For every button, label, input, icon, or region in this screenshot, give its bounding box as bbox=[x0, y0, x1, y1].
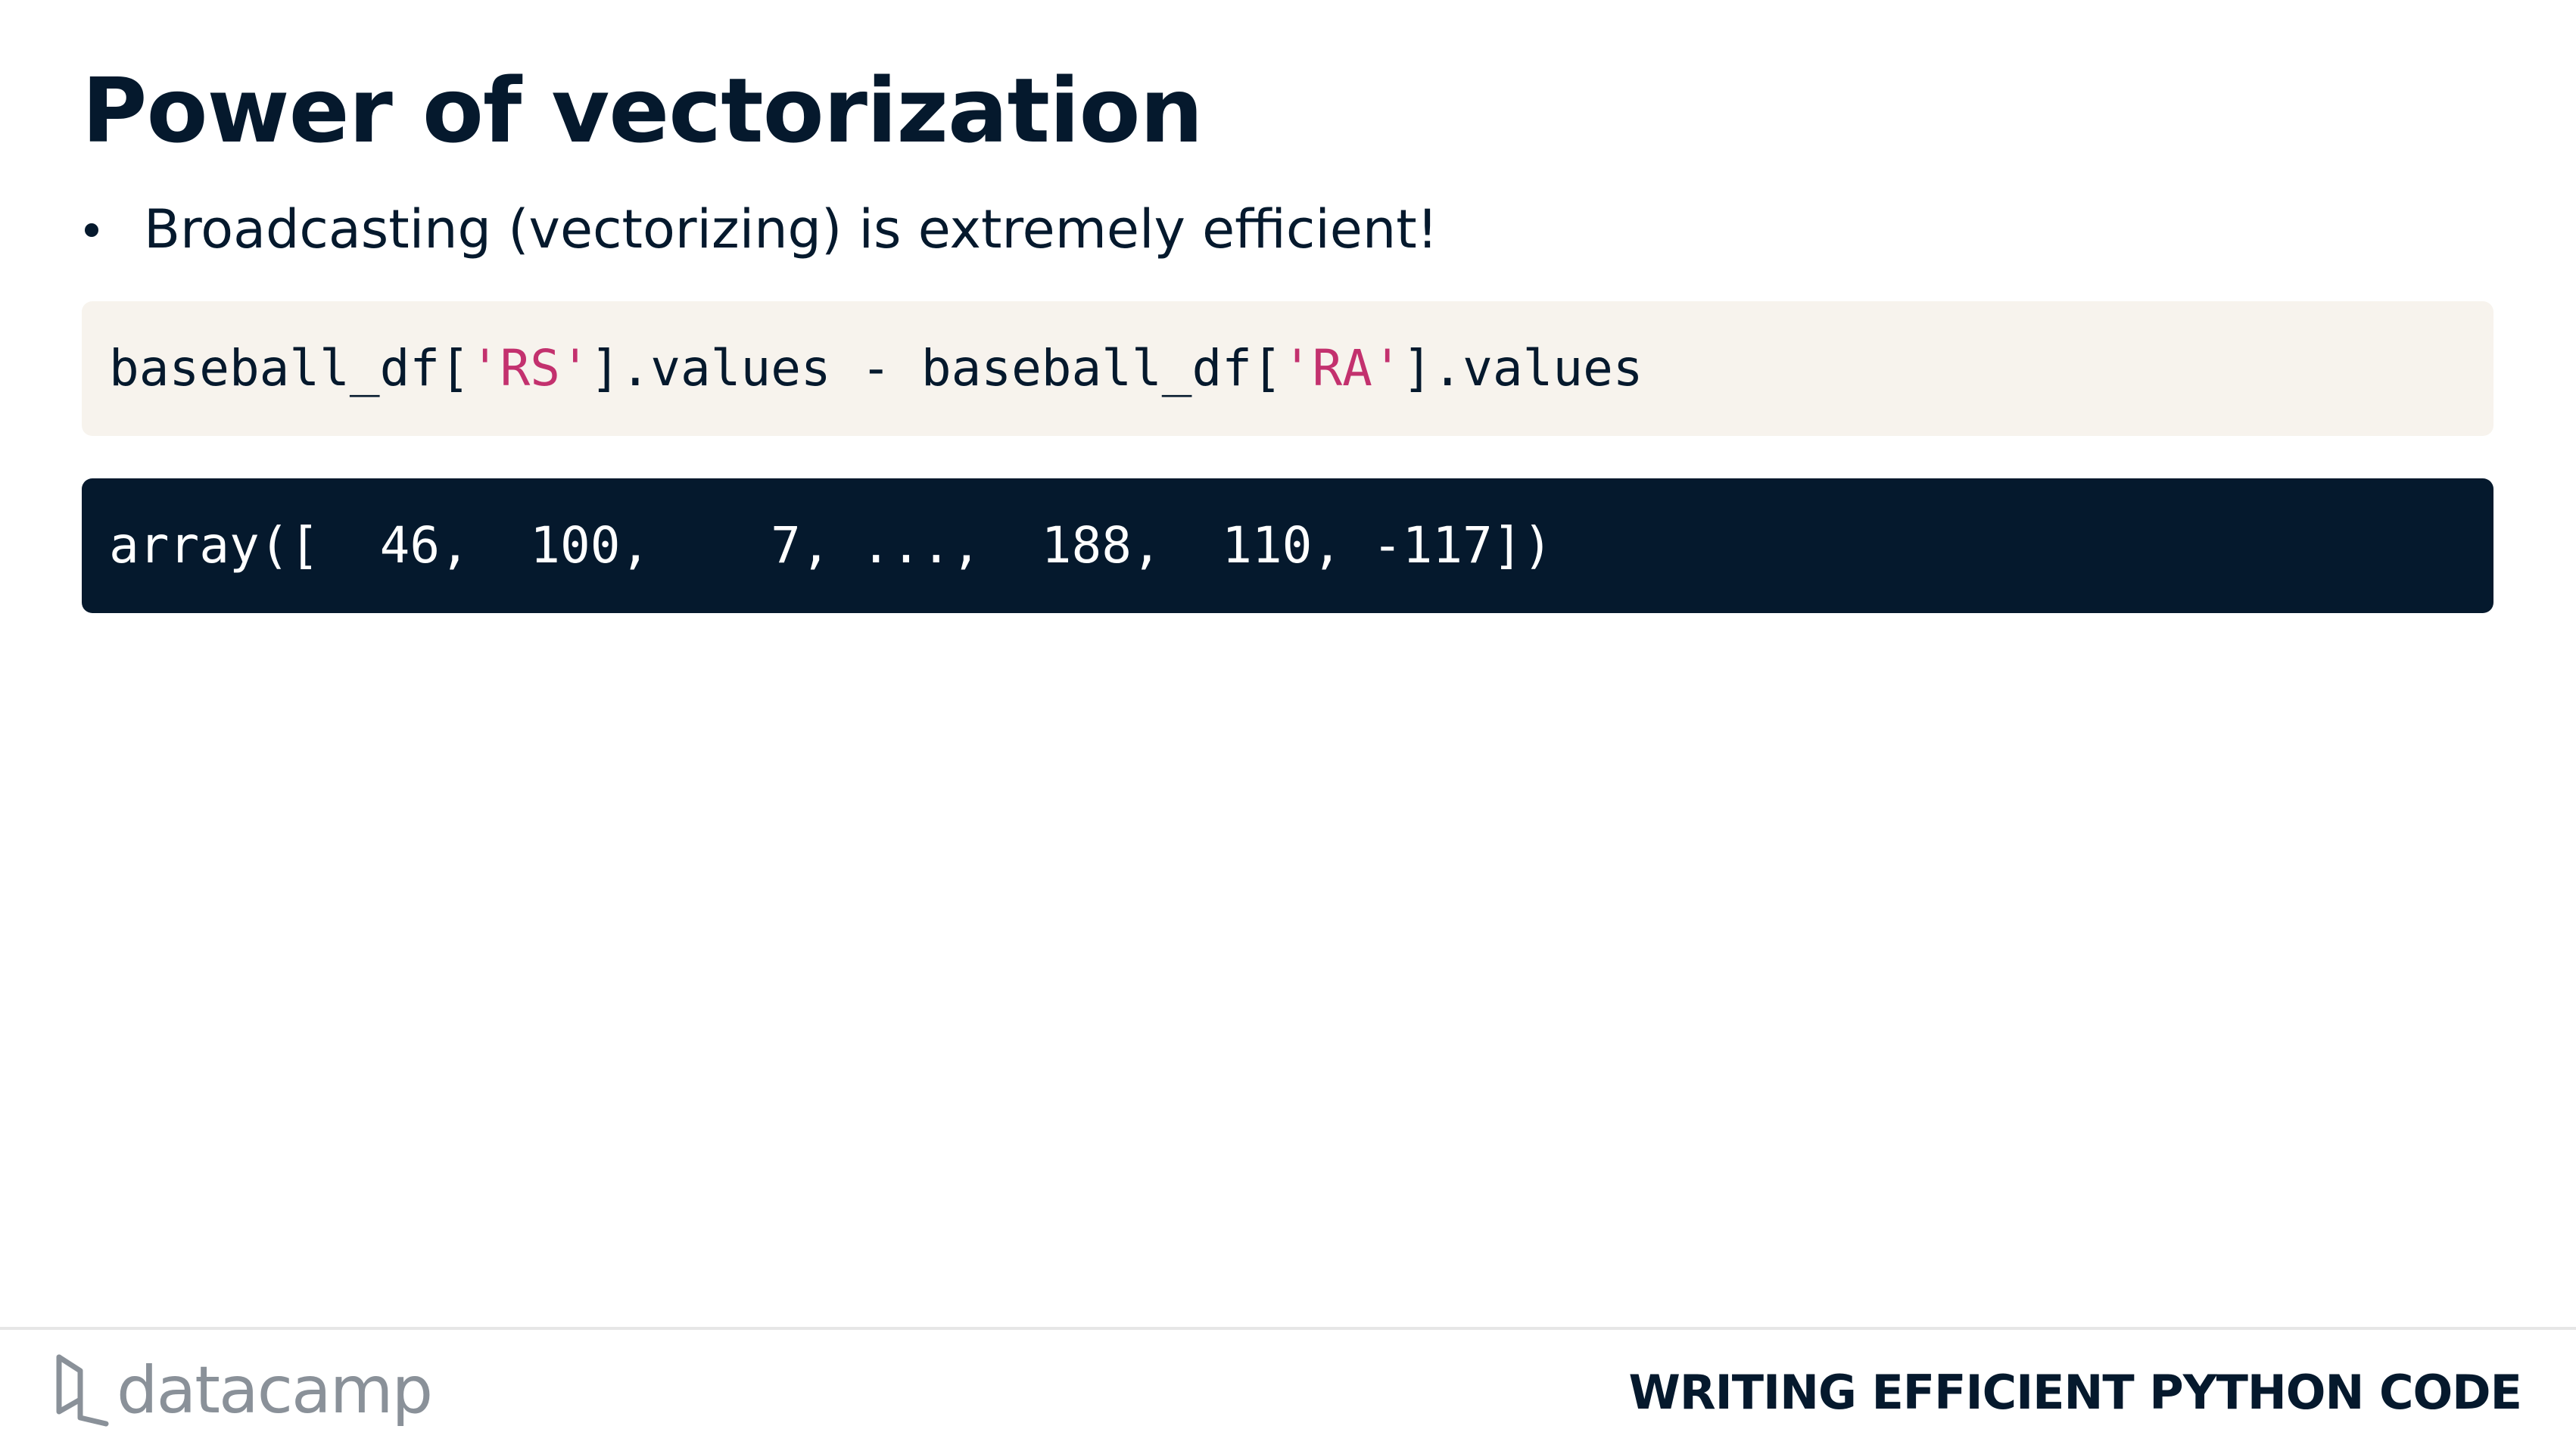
slide-title: Power of vectorization bbox=[82, 58, 1204, 163]
datacamp-logo-icon bbox=[56, 1354, 109, 1427]
code-string: 'RA' bbox=[1282, 339, 1403, 397]
footer: datacamp WRITING EFFICIENT PYTHON CODE bbox=[0, 1327, 2576, 1451]
bullet-text: Broadcasting (vectorizing) is extremely … bbox=[144, 198, 1438, 260]
output-text: array([ 46, 100, 7, ..., 188, 110, -117]… bbox=[109, 516, 1553, 574]
code-input-block: baseball_df['RS'].values - baseball_df['… bbox=[82, 301, 2493, 436]
code-text: baseball_df[ bbox=[109, 339, 470, 397]
logo-text: datacamp bbox=[117, 1353, 433, 1428]
code-text: ].values bbox=[1402, 339, 1643, 397]
course-title: WRITING EFFICIENT PYTHON CODE bbox=[1628, 1365, 2522, 1420]
datacamp-logo: datacamp bbox=[53, 1353, 433, 1428]
bullet-list: Broadcasting (vectorizing) is extremely … bbox=[82, 188, 1438, 271]
code-text: ].values - baseball_df[ bbox=[590, 339, 1282, 397]
code-string: 'RS' bbox=[469, 339, 590, 397]
bullet-dot-icon bbox=[85, 223, 98, 237]
bullet-item: Broadcasting (vectorizing) is extremely … bbox=[82, 188, 1438, 271]
code-output-block: array([ 46, 100, 7, ..., 188, 110, -117]… bbox=[82, 478, 2493, 613]
